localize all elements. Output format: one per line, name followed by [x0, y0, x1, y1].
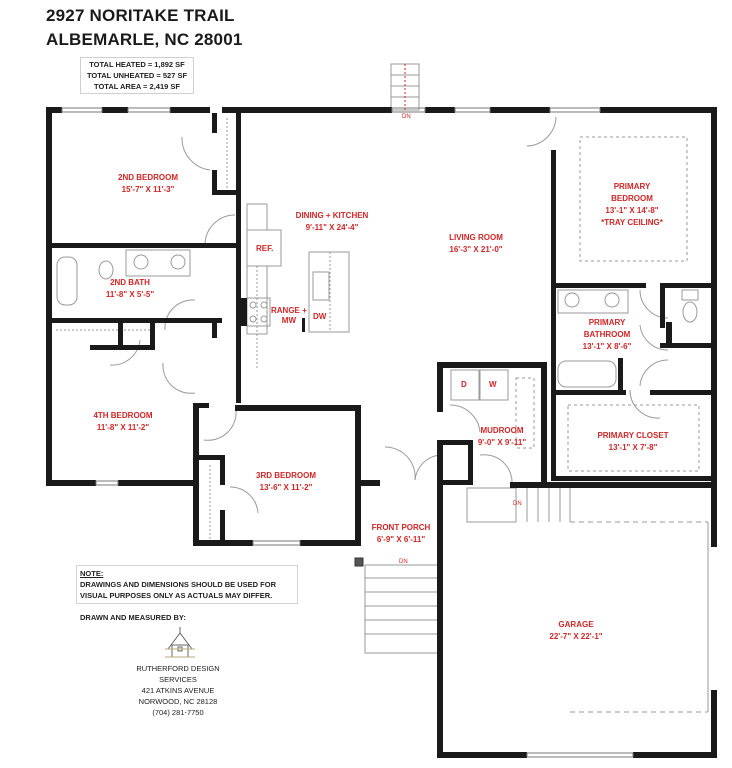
- property-address: 2927 NORITAKE TRAIL ALBEMARLE, NC 28001: [46, 4, 243, 52]
- room-primary-closet: PRIMARY CLOSET 13'-1" X 7'-8": [597, 430, 668, 454]
- room-2nd-bedroom: 2ND BEDROOM 15'-7" X 11'-3": [118, 172, 178, 196]
- room-name: PRIMARY CLOSET: [597, 431, 669, 440]
- room-size: 9'-0" X 9'-11": [477, 438, 527, 447]
- company-street: 421 ATKINS AVENUE: [141, 686, 215, 695]
- room-size: 9'-11" X 24'-4": [305, 223, 359, 232]
- company-city: NORWOOD, NC 28128: [138, 697, 218, 706]
- room-3rd-bedroom: 3RD BEDROOM 13'-6" X 11'-2": [256, 470, 316, 494]
- dishwasher-label: DW: [313, 312, 327, 321]
- room-name-line-2: BATHROOM: [583, 330, 631, 339]
- washer-label: W: [489, 380, 497, 389]
- room-dining-kitchen: DINING + KITCHEN 9'-11" X 24'-4": [296, 210, 369, 234]
- note-heading: NOTE:: [80, 569, 104, 578]
- room-size: 22'-7" X 22'-1": [549, 632, 603, 641]
- room-size: 13'-6" X 11'-2": [259, 483, 313, 492]
- room-note: *TRAY CEILING*: [601, 218, 663, 227]
- tray-ceiling-outline: [579, 136, 688, 262]
- disclaimer-note: NOTE: DRAWINGS AND DIMENSIONS SHOULD BE …: [76, 565, 298, 604]
- room-name-line-1: PRIMARY: [613, 182, 651, 191]
- address-line-1: 2927 NORITAKE TRAIL: [46, 6, 235, 25]
- dryer-label: D: [461, 380, 467, 389]
- room-name-line-2: BEDROOM: [611, 194, 653, 203]
- room-primary-bedroom: PRIMARY BEDROOM 13'-1" X 14'-8" *TRAY CE…: [601, 181, 663, 229]
- range-label: RANGE +: [271, 306, 307, 315]
- room-name: GARAGE: [558, 620, 594, 629]
- microwave-label: MW: [281, 316, 296, 325]
- house-logo-icon: [165, 627, 195, 658]
- room-size: 13'-1" X 8'-6": [582, 342, 632, 351]
- address-line-2: ALBEMARLE, NC 28001: [46, 30, 243, 49]
- room-name: LIVING ROOM: [449, 233, 503, 242]
- room-name: 4TH BEDROOM: [93, 411, 153, 420]
- room-primary-bathroom: PRIMARY BATHROOM 13'-1" X 8'-6": [583, 317, 632, 353]
- room-size: 13'-1" X 14'-8": [605, 206, 659, 215]
- room-size: 15'-7" X 11'-3": [121, 185, 175, 194]
- room-size: 13'-1" X 7'-8": [608, 443, 658, 452]
- room-size: 11'-8" X 5'-5": [105, 290, 155, 299]
- company-name: RUTHERFORD DESIGN SERVICES: [136, 664, 220, 684]
- refrigerator-label: REF.: [256, 244, 274, 253]
- range-mw-label: RANGE + MW: [271, 306, 307, 326]
- porch-stairs-dn-label: DN: [399, 559, 408, 565]
- room-size: 16'-3" X 21'-0": [449, 245, 503, 254]
- drawn-by-label: DRAWN AND MEASURED BY:: [80, 613, 186, 622]
- room-garage: GARAGE 22'-7" X 22'-1": [549, 619, 602, 643]
- room-name: FRONT PORCH: [371, 523, 431, 532]
- total-heated: TOTAL HEATED = 1,892 SF: [89, 60, 185, 69]
- designer-credits: RUTHERFORD DESIGN SERVICES 421 ATKINS AV…: [118, 663, 238, 718]
- total-area: TOTAL AREA = 2,419 SF: [94, 82, 180, 91]
- note-line-1: DRAWINGS AND DIMENSIONS SHOULD BE USED F…: [80, 580, 276, 589]
- room-name: 2ND BATH: [110, 278, 150, 287]
- room-name-line-1: PRIMARY: [588, 318, 626, 327]
- room-front-porch: FRONT PORCH 6'-9" X 6'-11": [372, 522, 431, 546]
- area-totals-box: TOTAL HEATED = 1,892 SF TOTAL UNHEATED =…: [80, 57, 194, 94]
- company-phone: (704) 281-7750: [152, 708, 204, 717]
- rear-stairs: [390, 63, 420, 111]
- rear-stairs-dn-label: DN: [402, 114, 411, 120]
- note-line-2: VISUAL PURPOSES ONLY AS ACTUALS MAY DIFF…: [80, 591, 273, 600]
- room-mudroom: MUDROOM 9'-0" X 9'-11": [478, 425, 526, 449]
- kitchen-island: [308, 251, 350, 333]
- room-2nd-bath: 2ND BATH 11'-8" X 5'-5": [106, 277, 154, 301]
- garage-stairs-dn-label: DN: [513, 501, 522, 507]
- room-size: 11'-8" X 11'-2": [96, 423, 150, 432]
- total-unheated: TOTAL UNHEATED = 527 SF: [86, 71, 188, 80]
- room-living-room: LIVING ROOM 16'-3" X 21'-0": [449, 232, 503, 256]
- room-size: 6'-9" X 6'-11": [376, 535, 426, 544]
- room-name: MUDROOM: [480, 426, 524, 435]
- room-name: DINING + KITCHEN: [295, 211, 369, 220]
- room-name: 3RD BEDROOM: [255, 471, 317, 480]
- room-name: 2ND BEDROOM: [117, 173, 179, 182]
- room-4th-bedroom: 4TH BEDROOM 11'-8" X 11'-2": [93, 410, 152, 434]
